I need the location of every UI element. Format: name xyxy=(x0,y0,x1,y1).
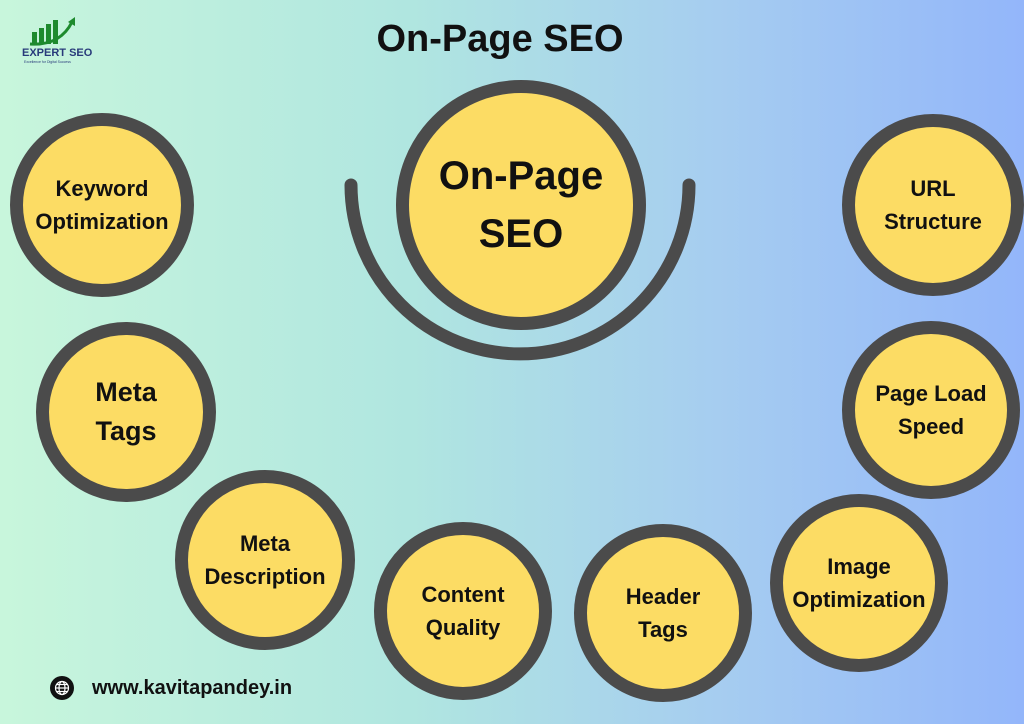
page-title: On-Page SEO xyxy=(376,18,624,60)
node-label: Meta xyxy=(239,531,291,556)
node-label: Optimization xyxy=(35,209,169,234)
node-label: Image xyxy=(827,554,891,579)
svg-text:EXPERT SEO: EXPERT SEO xyxy=(22,47,93,59)
node-label: URL xyxy=(910,176,956,201)
node-label: Keyword xyxy=(55,176,149,201)
node-label: Tags xyxy=(95,416,157,446)
node-label: Optimization xyxy=(792,587,926,612)
logo: EXPERT SEO Excellence for Digital Succes… xyxy=(20,14,100,66)
center-label-2: SEO xyxy=(478,212,564,256)
center-label-1: On-Page xyxy=(438,154,604,198)
website-link[interactable]: www.kavitapandey.in xyxy=(92,676,293,699)
node-label: Description xyxy=(204,564,326,589)
node-url-structure: URL Structure xyxy=(842,114,1024,296)
svg-text:Excellence for Digital Success: Excellence for Digital Success xyxy=(24,60,71,64)
node-label: Quality xyxy=(425,615,501,640)
globe-icon xyxy=(50,676,74,700)
node-label: Header xyxy=(625,584,701,609)
node-label: Speed xyxy=(897,414,965,439)
footer: www.kavitapandey.in xyxy=(50,676,292,700)
node-label: Tags xyxy=(638,617,688,642)
node-label: Meta xyxy=(95,376,157,407)
node-label: Page Load xyxy=(875,381,987,406)
node-label: Structure xyxy=(884,209,982,234)
node-label: Content xyxy=(421,582,505,607)
